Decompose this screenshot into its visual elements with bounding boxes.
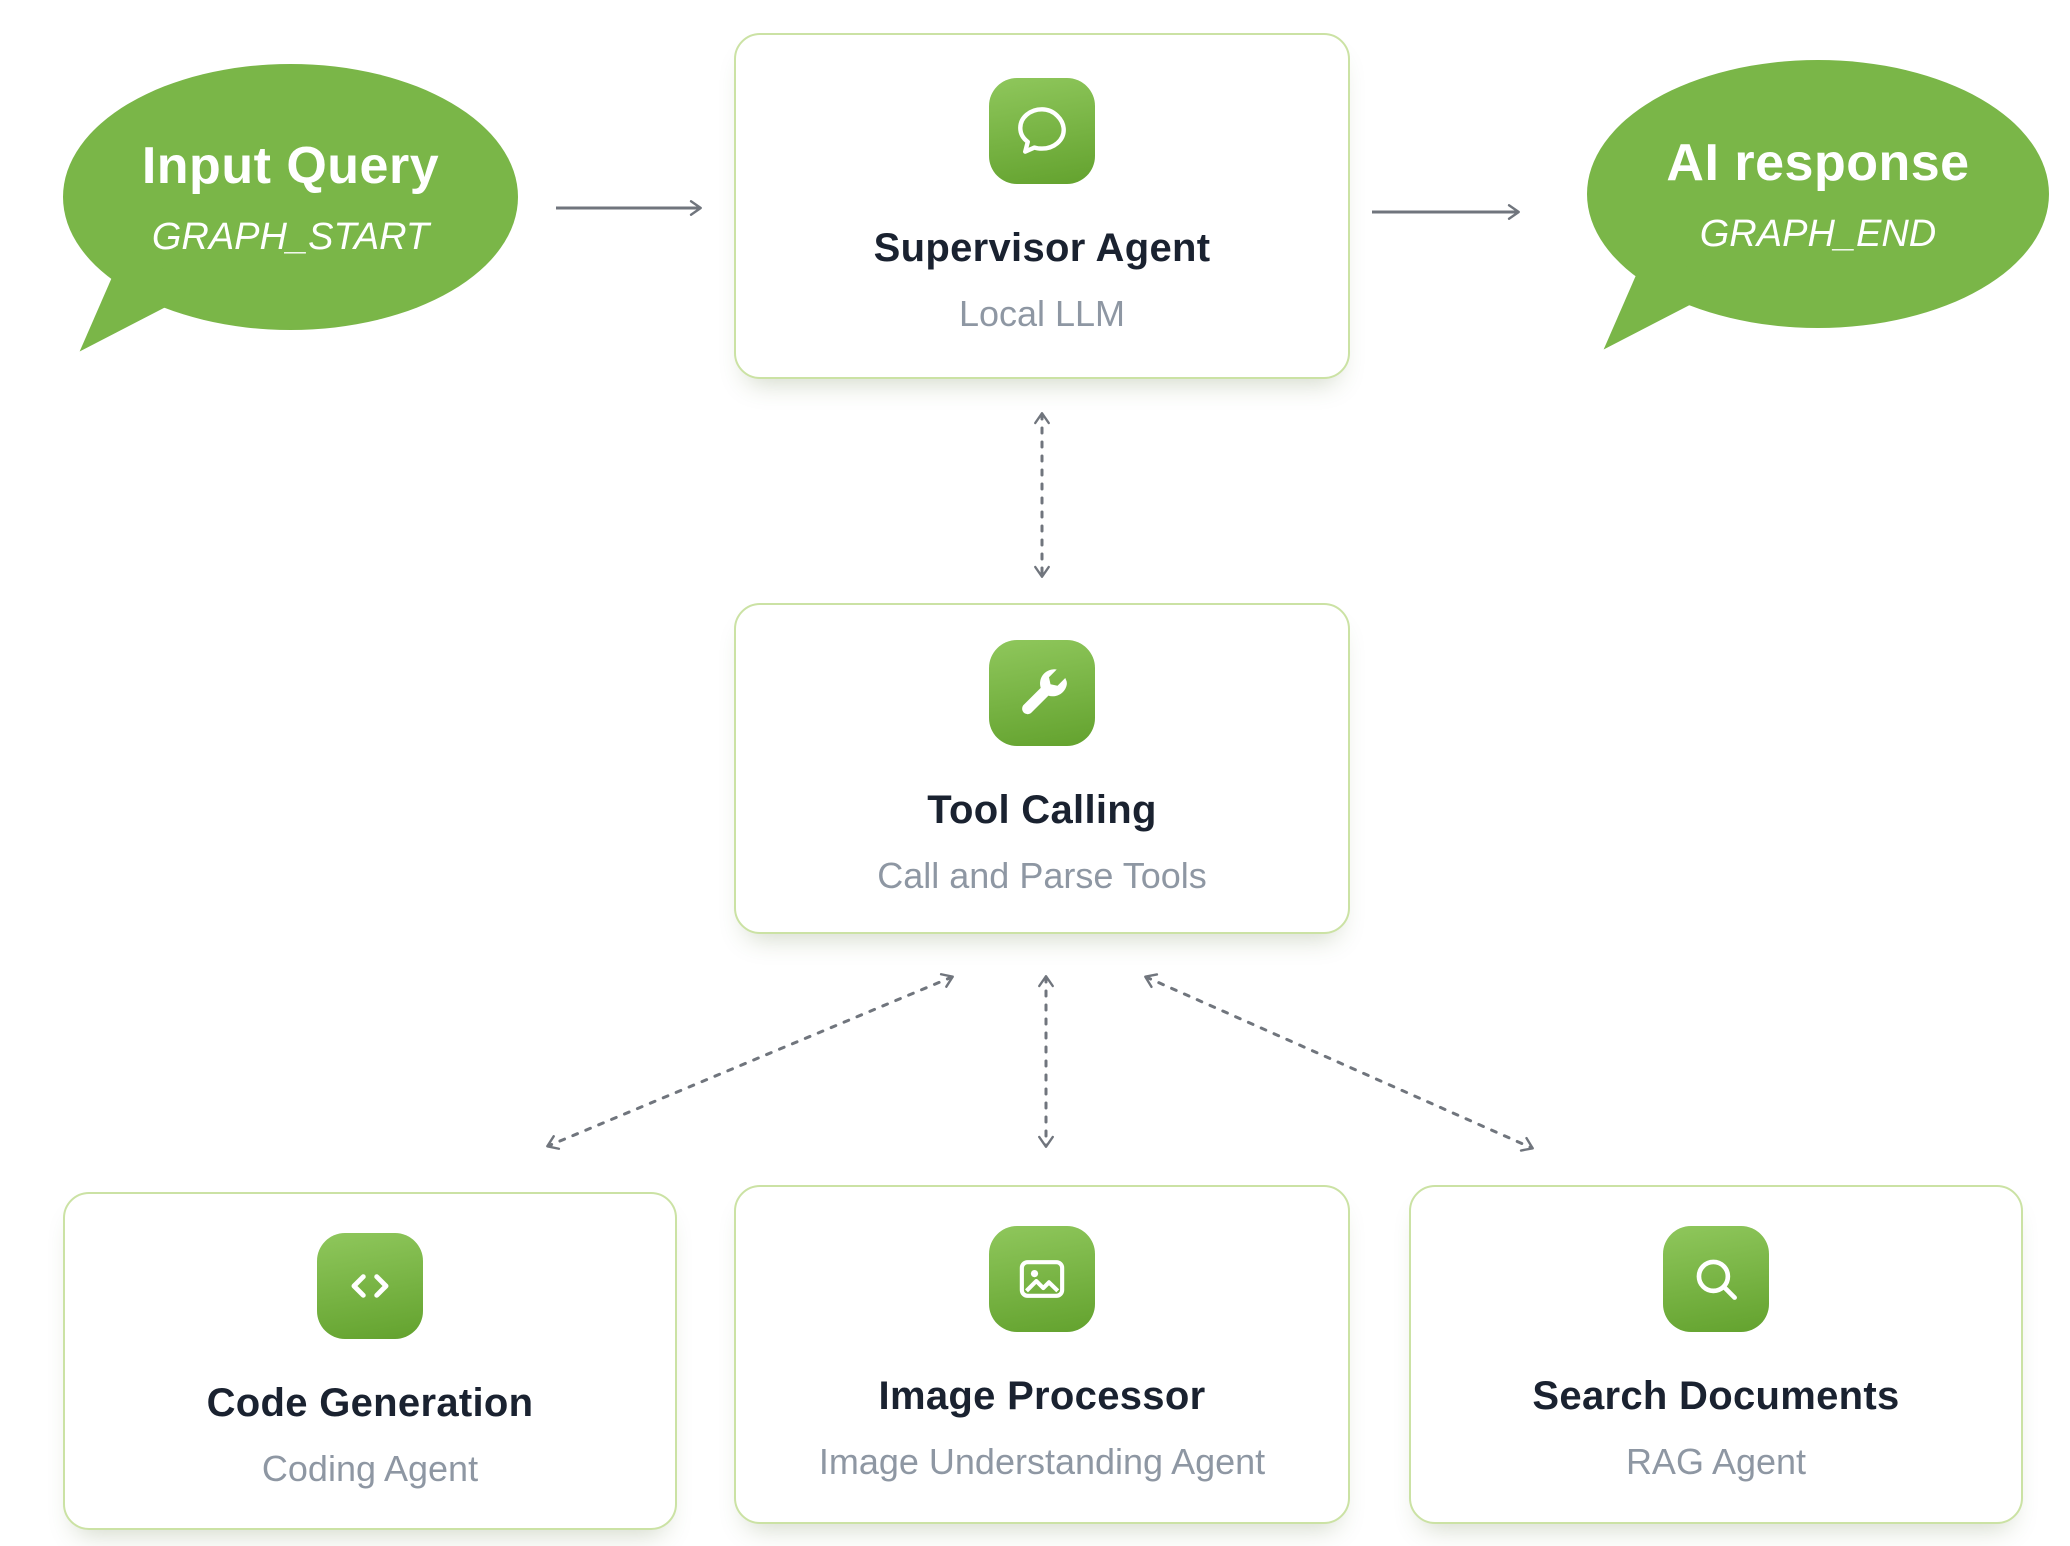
- end-bubble-subtitle: GRAPH_END: [1699, 212, 1937, 255]
- node-title: Search Documents: [1532, 1374, 1900, 1418]
- node-supervisor-agent: Supervisor Agent Local LLM: [734, 33, 1350, 379]
- start-bubble-title: Input Query: [141, 136, 440, 195]
- code-brackets-icon: [317, 1232, 423, 1339]
- node-subtitle: Call and Parse Tools: [877, 855, 1207, 896]
- node-title: Supervisor Agent: [873, 225, 1211, 270]
- node-title: Tool Calling: [927, 788, 1157, 832]
- wrench-icon: [989, 640, 1095, 746]
- start-bubble-tail: [79, 248, 202, 352]
- node-image-processor: Image Processor Image Understanding Agen…: [734, 1185, 1350, 1524]
- magnifier-icon: [1663, 1226, 1769, 1332]
- start-bubble-subtitle: GRAPH_START: [151, 215, 430, 258]
- node-subtitle: Coding Agent: [261, 1447, 479, 1489]
- end-bubble-tail: [1603, 246, 1726, 350]
- start-bubble: Input Query GRAPH_START: [63, 64, 518, 352]
- node-code-generation: Code Generation Coding Agent: [63, 1192, 677, 1530]
- node-subtitle: Local LLM: [958, 292, 1126, 334]
- node-subtitle: RAG Agent: [1625, 1441, 1807, 1482]
- node-title: Code Generation: [206, 1380, 534, 1425]
- node-tool-calling: Tool Calling Call and Parse Tools: [734, 603, 1350, 934]
- chat-bubble-icon: [989, 77, 1095, 184]
- node-title: Image Processor: [878, 1374, 1206, 1418]
- node-subtitle: Image Understanding Agent: [818, 1441, 1266, 1482]
- image-icon: [989, 1226, 1095, 1332]
- end-bubble-title: AI response: [1666, 133, 1970, 192]
- end-bubble: AI response GRAPH_END: [1587, 60, 2049, 350]
- arrow-tool-to-code-bidirectional: [546, 973, 954, 1150]
- node-search-documents: Search Documents RAG Agent: [1409, 1185, 2023, 1524]
- arrow-tool-to-search-bidirectional: [1144, 973, 1534, 1152]
